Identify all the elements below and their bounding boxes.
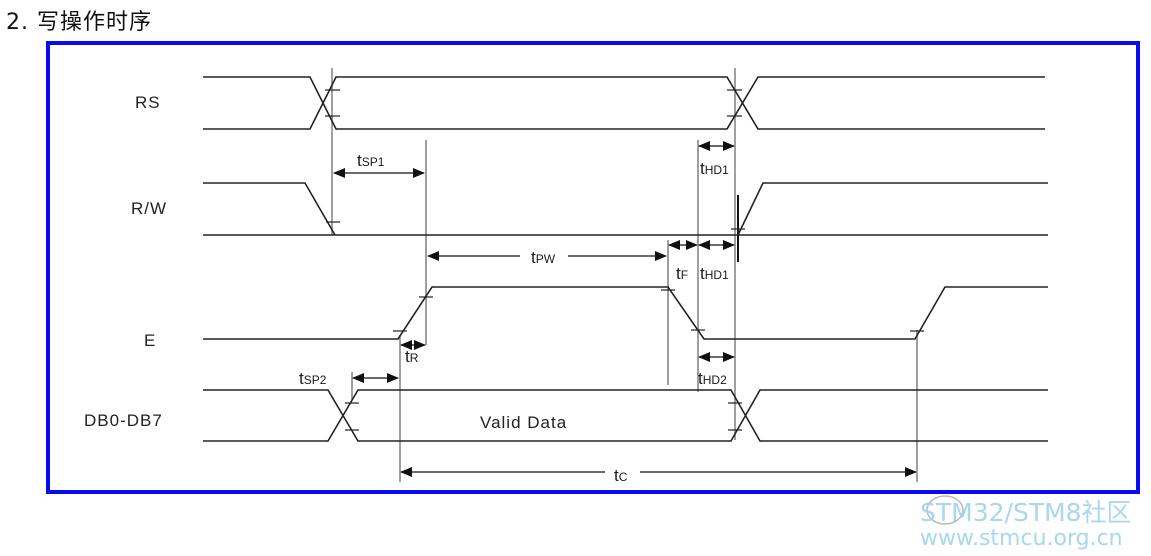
timing-label-tf: tF — [676, 264, 688, 283]
rw-waveform — [203, 182, 1048, 236]
timing-label-thd2: tHD2 — [698, 369, 727, 388]
signal-label-e: E — [144, 331, 156, 350]
valid-data-label: Valid Data — [480, 413, 567, 432]
guide-lines — [331, 68, 918, 482]
rs-waveform — [203, 76, 1045, 130]
timing-label-tsp1: tSP1 — [357, 151, 385, 170]
watermark-line2: www.stmcu.org.cn — [920, 526, 1123, 551]
watermark-line1: STM32/STM8社区 — [920, 498, 1132, 527]
timing-label-thd1: tHD1 — [700, 264, 729, 283]
timing-label-thd1-top: tHD1 — [700, 159, 729, 178]
e-waveform — [203, 286, 1048, 340]
crossing-ticks — [325, 89, 924, 431]
timing-label-tpw: tPW — [531, 248, 556, 267]
page-title: 2. 写操作时序 — [6, 10, 152, 35]
signal-label-rw: R/W — [131, 199, 167, 218]
db-waveform — [203, 389, 1048, 442]
timing-label-tc: tC — [614, 466, 628, 485]
watermark: STM32/STM8社区 www.stmcu.org.cn — [920, 495, 1132, 551]
signal-label-db: DB0-DB7 — [84, 411, 163, 430]
timing-label-tsp2: tSP2 — [299, 369, 327, 388]
timing-arrows — [333, 141, 917, 477]
signal-label-rs: RS — [135, 93, 161, 112]
wechat-logo-icon — [926, 495, 964, 525]
timing-label-tr: tR — [405, 347, 419, 366]
diagram-frame — [46, 41, 1140, 494]
